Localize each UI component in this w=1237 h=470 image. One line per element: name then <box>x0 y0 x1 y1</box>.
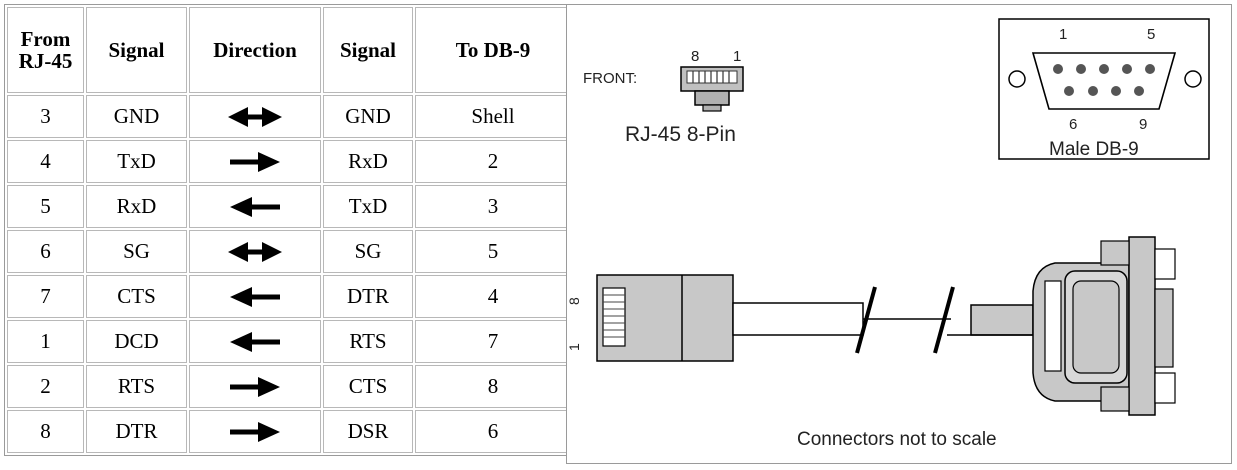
cell-db9-pin: 3 <box>415 185 571 228</box>
cell-direction <box>189 275 321 318</box>
cell-signal-db9: RTS <box>323 320 413 363</box>
direction-arrow-left-icon <box>230 286 280 307</box>
rj45-caption: RJ-45 8-Pin <box>625 123 736 146</box>
cell-rj45-pin: 7 <box>7 275 84 318</box>
db9-pin-9-label: 9 <box>1139 116 1147 133</box>
db9-front-icon <box>1008 52 1202 110</box>
plug-side-pin-8-label: 8 <box>567 297 582 305</box>
cell-direction <box>189 410 321 453</box>
cell-signal-rj45: TxD <box>86 140 187 183</box>
rj45-front-icon <box>680 66 744 112</box>
table-header-row: From RJ-45 Signal Direction Signal To DB… <box>7 7 571 93</box>
cell-direction <box>189 230 321 273</box>
cell-signal-rj45: RxD <box>86 185 187 228</box>
cell-signal-db9: GND <box>323 95 413 138</box>
header-from-rj45: From RJ-45 <box>7 7 84 93</box>
cell-signal-rj45: GND <box>86 95 187 138</box>
connector-illustration: FRONT: 8 1 RJ-45 8-Pin 1 5 <box>567 18 1210 450</box>
direction-arrow-both-icon <box>228 241 282 262</box>
cell-db9-pin: 7 <box>415 320 571 363</box>
rj45-pin-1-label: 1 <box>733 48 741 65</box>
header-signal-db9: Signal <box>323 7 413 93</box>
scale-note: Connectors not to scale <box>797 429 997 450</box>
cell-rj45-pin: 5 <box>7 185 84 228</box>
direction-arrow-right-icon <box>230 421 280 442</box>
db9-pin-6-label: 6 <box>1069 116 1077 133</box>
cell-rj45-pin: 8 <box>7 410 84 453</box>
cell-signal-db9: TxD <box>323 185 413 228</box>
cell-signal-rj45: DTR <box>86 410 187 453</box>
plug-side-pin-1-label: 1 <box>567 343 582 351</box>
direction-arrow-left-icon <box>230 196 280 217</box>
cell-db9-pin: 6 <box>415 410 571 453</box>
cell-rj45-pin: 2 <box>7 365 84 408</box>
direction-arrow-right-icon <box>230 151 280 172</box>
pinout-table: From RJ-45 Signal Direction Signal To DB… <box>4 4 574 456</box>
cell-direction <box>189 95 321 138</box>
db9-caption: Male DB-9 <box>1049 139 1139 160</box>
direction-arrow-both-icon <box>228 106 282 127</box>
cell-db9-pin: 2 <box>415 140 571 183</box>
cell-db9-pin: 4 <box>415 275 571 318</box>
cell-signal-db9: CTS <box>323 365 413 408</box>
cell-signal-rj45: SG <box>86 230 187 273</box>
db9-pin-1-label: 1 <box>1059 26 1067 43</box>
direction-arrow-right-icon <box>230 376 280 397</box>
cable-break <box>855 286 955 354</box>
cell-rj45-pin: 3 <box>7 95 84 138</box>
header-direction: Direction <box>189 7 321 93</box>
cell-signal-rj45: DCD <box>86 320 187 363</box>
cell-signal-db9: SG <box>323 230 413 273</box>
cell-signal-db9: DSR <box>323 410 413 453</box>
rj45-pin-8-label: 8 <box>691 48 699 65</box>
cell-db9-pin: 5 <box>415 230 571 273</box>
direction-arrow-left-icon <box>230 331 280 352</box>
cell-direction <box>189 140 321 183</box>
db9-pin-5-label: 5 <box>1147 26 1155 43</box>
cell-rj45-pin: 1 <box>7 320 84 363</box>
cell-direction <box>189 185 321 228</box>
cell-direction <box>189 320 321 363</box>
cell-rj45-pin: 4 <box>7 140 84 183</box>
header-signal-rj45: Signal <box>86 7 187 93</box>
rj45-plug-side-icon: 8 1 <box>567 274 864 362</box>
cell-db9-pin: Shell <box>415 95 571 138</box>
cell-signal-db9: RxD <box>323 140 413 183</box>
front-label: FRONT: <box>583 70 637 87</box>
cell-signal-rj45: RTS <box>86 365 187 408</box>
cell-direction <box>189 365 321 408</box>
cell-db9-pin: 8 <box>415 365 571 408</box>
cell-signal-db9: DTR <box>323 275 413 318</box>
cell-signal-rj45: CTS <box>86 275 187 318</box>
db9-side-icon <box>947 236 1176 416</box>
cell-rj45-pin: 6 <box>7 230 84 273</box>
header-to-db9: To DB-9 <box>415 7 571 93</box>
connector-diagram: FRONT: 8 1 RJ-45 8-Pin 1 5 <box>566 4 1232 464</box>
